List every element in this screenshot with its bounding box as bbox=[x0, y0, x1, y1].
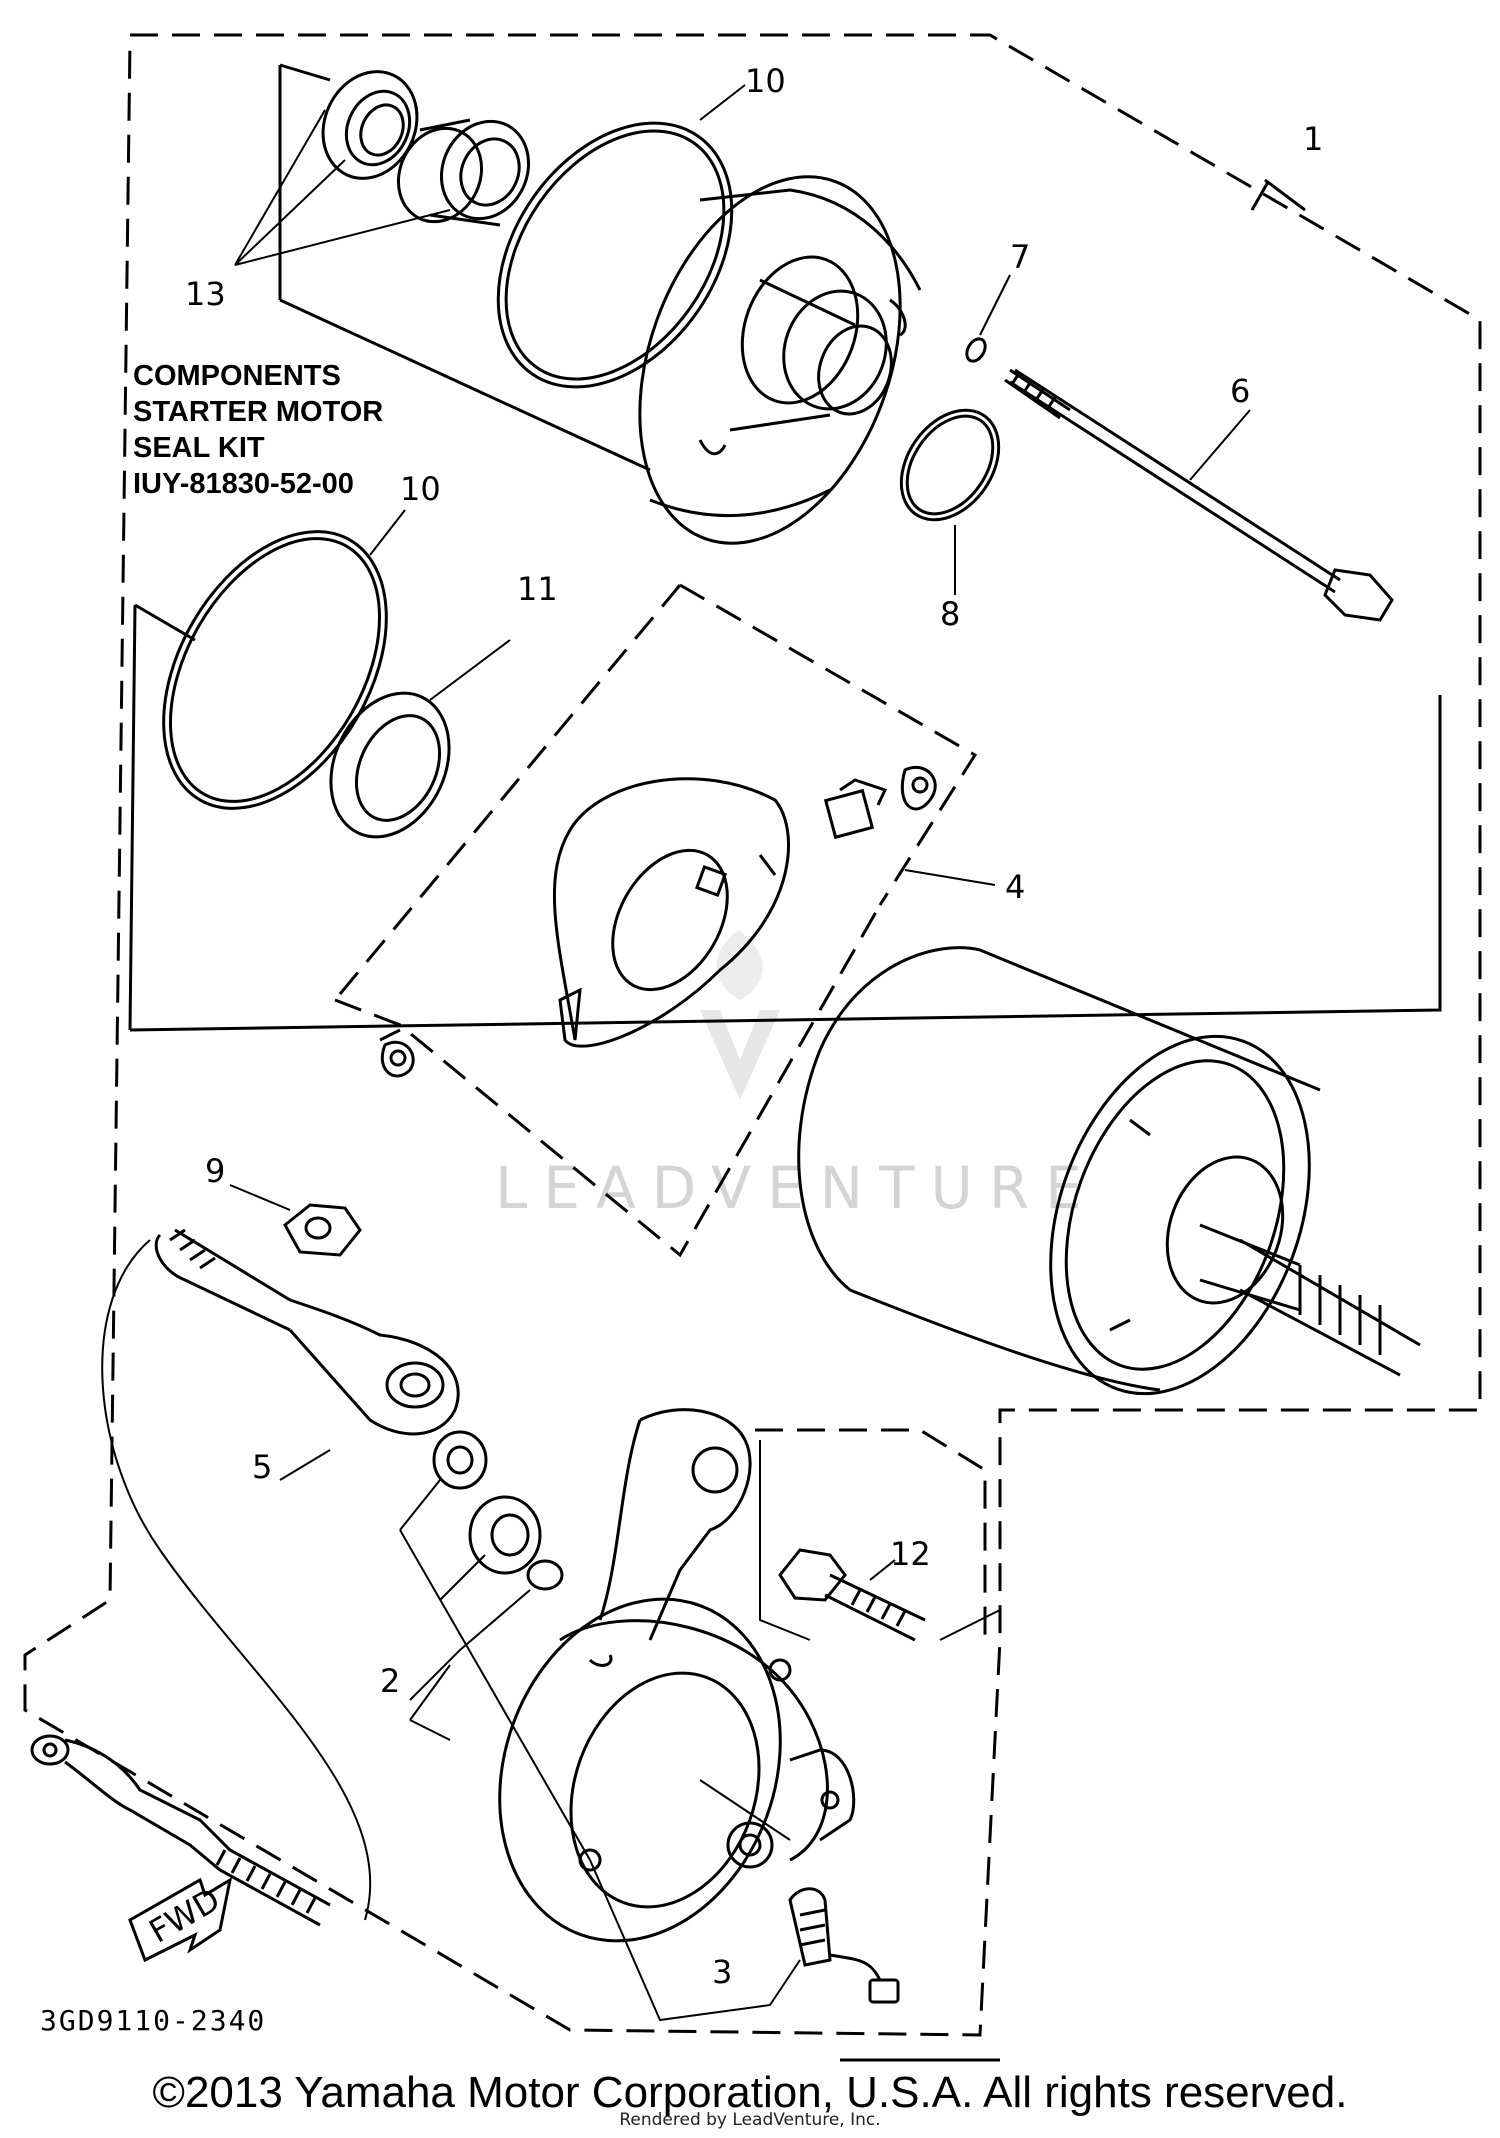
seal-kit-note: COMPONENTS STARTER MOTOR SEAL KIT IUY-81… bbox=[133, 360, 383, 500]
callout-10-left: 10 bbox=[400, 470, 441, 508]
callout-4: 4 bbox=[1005, 868, 1025, 906]
kit-note-line2: STARTER MOTOR bbox=[133, 396, 383, 428]
brush-plate bbox=[552, 777, 791, 1048]
o-ring-tiny bbox=[965, 337, 987, 363]
front-cover bbox=[638, 175, 922, 545]
washer bbox=[329, 691, 451, 839]
drawing-number: 3GD9110-2340 bbox=[40, 2004, 266, 2037]
assembly-boundary bbox=[23, 33, 1482, 2037]
callout-13: 13 bbox=[185, 275, 226, 313]
watermark-text: LEADVENTURE bbox=[495, 1154, 1098, 1222]
flange-bolt bbox=[778, 1548, 926, 1642]
terminal-lead bbox=[154, 1228, 460, 1481]
kit-note-line4: IUY-81830-52-00 bbox=[133, 468, 354, 500]
kit-note-line1: COMPONENTS bbox=[133, 360, 341, 392]
o-ring-small bbox=[899, 408, 1001, 522]
callout-3: 3 bbox=[712, 1953, 732, 1991]
lead-wire bbox=[101, 1239, 372, 1921]
callout-1: 1 bbox=[1303, 120, 1323, 158]
callout-2: 2 bbox=[380, 1662, 400, 1700]
o-ring-left bbox=[162, 530, 388, 810]
brush-spring-top bbox=[900, 765, 937, 811]
motor-yoke bbox=[797, 946, 1421, 1396]
callout-10-top: 10 bbox=[745, 62, 786, 100]
seal-washers bbox=[432, 1430, 564, 1591]
callout-12: 12 bbox=[890, 1535, 931, 1573]
callout-9: 9 bbox=[205, 1152, 225, 1190]
callout-7: 7 bbox=[1010, 238, 1030, 276]
callout-5: 5 bbox=[252, 1448, 272, 1486]
brush-block bbox=[823, 778, 888, 840]
fwd-arrow-icon: FWD bbox=[128, 1876, 233, 1963]
terminal-bolt bbox=[788, 1887, 900, 2004]
watermark: LEADVENTURE bbox=[495, 930, 1098, 1222]
cable-end bbox=[30, 1734, 331, 1927]
oil-seal bbox=[321, 70, 419, 180]
rendered-by-credit: Rendered by LeadVenture, Inc. bbox=[619, 2110, 881, 2130]
brush-holder-boundary bbox=[334, 583, 978, 1258]
through-bolt bbox=[1004, 368, 1394, 622]
copyright-notice: ©2013 Yamaha Motor Corporation, U.S.A. A… bbox=[152, 2068, 1348, 2117]
hex-nut bbox=[229, 1184, 362, 1257]
o-ring-top bbox=[496, 121, 734, 389]
rear-cover bbox=[498, 1408, 856, 1943]
brush-spring-bottom bbox=[379, 1028, 415, 1078]
kit-note-line3: SEAL KIT bbox=[133, 432, 265, 464]
callout-6: 6 bbox=[1230, 372, 1250, 410]
callout-11: 11 bbox=[517, 570, 558, 608]
callout-8: 8 bbox=[940, 595, 960, 633]
